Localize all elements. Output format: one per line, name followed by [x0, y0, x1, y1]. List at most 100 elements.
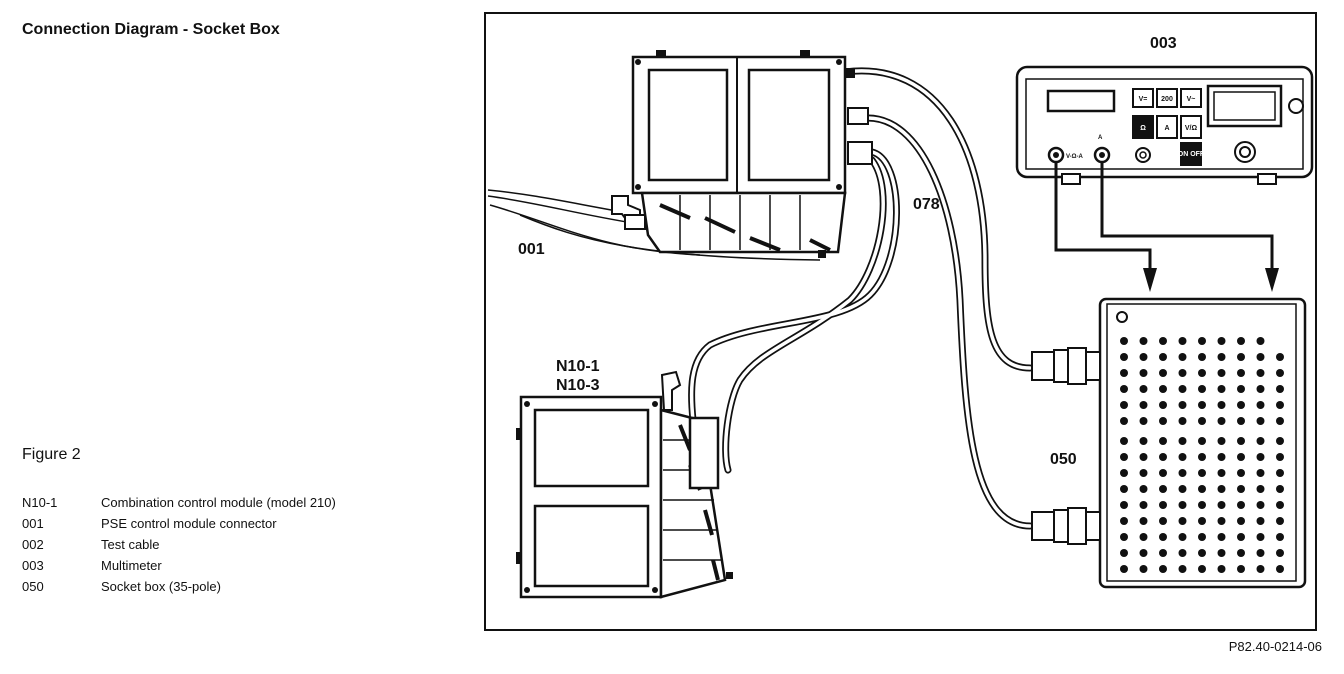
- multimeter-leads: [1054, 162, 1274, 270]
- socket-hole: [1217, 337, 1226, 345]
- socket-hole: [1256, 453, 1265, 461]
- socket-hole: [1237, 533, 1245, 541]
- socket-hole: [1198, 417, 1206, 425]
- socket-hole: [1237, 369, 1245, 377]
- socket-hole: [1139, 353, 1148, 361]
- legend: N10-1 Combination control module (model …: [22, 492, 336, 597]
- socket-hole: [1120, 401, 1128, 409]
- socket-hole: [1159, 549, 1167, 557]
- socket-hole: [1159, 517, 1167, 525]
- jack-label: V-Ω-A: [1066, 154, 1083, 160]
- socket-hole: [1120, 417, 1128, 425]
- socket-hole: [1159, 353, 1167, 361]
- legend-code: 002: [22, 537, 44, 552]
- socket-hole: [1139, 437, 1148, 445]
- socket-hole: [1159, 369, 1167, 377]
- socket-hole: [1178, 549, 1187, 557]
- legend-row: 001 PSE control module connector: [22, 513, 336, 534]
- socket-hole: [1198, 533, 1206, 541]
- socket-hole: [1178, 501, 1187, 509]
- socket-hole: [1178, 353, 1187, 361]
- legend-desc: Combination control module (model 210): [101, 495, 336, 510]
- socket-hole: [1120, 501, 1128, 509]
- socket-hole: [1178, 417, 1187, 425]
- label-050: 050: [1050, 451, 1077, 468]
- socket-hole: [1256, 501, 1265, 509]
- socket-hole: [1256, 565, 1265, 573]
- socket-hole: [1256, 437, 1265, 445]
- socket-hole: [1256, 549, 1265, 557]
- label-001: 001: [518, 241, 545, 258]
- socket-hole: [1276, 485, 1284, 493]
- socket-hole: [1120, 453, 1128, 461]
- socket-hole: [1276, 417, 1284, 425]
- socket-hole: [1139, 533, 1148, 541]
- socket-hole: [1237, 469, 1245, 477]
- socket-hole: [1120, 469, 1128, 477]
- socket-hole: [1237, 517, 1245, 525]
- socket-hole: [1198, 469, 1206, 477]
- socket-hole: [1198, 337, 1206, 345]
- label-n10-1: N10-1: [556, 358, 600, 375]
- socket-hole: [1159, 565, 1167, 573]
- socket-hole: [1159, 469, 1167, 477]
- legend-desc: Test cable: [101, 537, 160, 552]
- socket-holes: [1120, 337, 1284, 573]
- socket-hole: [1120, 353, 1128, 361]
- socket-hole: [1256, 353, 1265, 361]
- socket-hole: [1120, 337, 1128, 345]
- arrow-icon: [1143, 268, 1157, 292]
- socket-hole: [1139, 369, 1148, 377]
- socket-hole: [1237, 337, 1245, 345]
- socket-hole: [1178, 485, 1187, 493]
- socket-hole: [1178, 437, 1187, 445]
- control-module-n10: [516, 370, 733, 599]
- socket-hole: [1276, 437, 1284, 445]
- socket-hole: [1178, 369, 1187, 377]
- socket-hole: [1159, 401, 1167, 409]
- socket-hole: [1217, 437, 1226, 445]
- socket-hole: [1276, 469, 1284, 477]
- socket-hole: [1198, 353, 1206, 361]
- jack-label: A: [1098, 135, 1103, 141]
- socket-hole: [1120, 485, 1128, 493]
- socket-hole: [1217, 385, 1226, 393]
- label-n10-3: N10-3: [556, 377, 600, 394]
- socket-hole: [1120, 437, 1128, 445]
- socket-hole: [1198, 453, 1206, 461]
- socket-hole: [1256, 385, 1265, 393]
- socket-hole: [1237, 353, 1245, 361]
- socket-hole: [1237, 501, 1245, 509]
- socket-hole: [1139, 501, 1148, 509]
- legend-row: 050 Socket box (35-pole): [22, 576, 336, 597]
- socket-hole: [1256, 417, 1265, 425]
- socket-hole: [1159, 417, 1167, 425]
- socket-hole: [1159, 337, 1167, 345]
- socket-hole: [1198, 485, 1206, 493]
- socket-hole: [1120, 533, 1128, 541]
- legend-desc: Socket box (35-pole): [101, 579, 221, 594]
- socket-hole: [1217, 501, 1226, 509]
- socket-hole: [1237, 565, 1245, 573]
- socket-hole: [1198, 401, 1206, 409]
- socket-hole: [1178, 385, 1187, 393]
- socket-box-050: [1031, 297, 1307, 589]
- socket-hole: [1139, 517, 1148, 525]
- socket-hole: [1217, 401, 1226, 409]
- button-label: V/Ω: [1185, 125, 1198, 132]
- multimeter-003: V= 200 V~ Ω A V/Ω ON OFF V-Ω-A A: [1015, 65, 1314, 185]
- socket-hole: [1276, 401, 1284, 409]
- page-title: Connection Diagram - Socket Box: [22, 21, 280, 38]
- socket-hole: [1139, 385, 1148, 393]
- socket-hole: [1217, 533, 1226, 541]
- socket-hole: [1217, 469, 1226, 477]
- socket-hole: [1276, 533, 1284, 541]
- socket-hole: [1178, 337, 1187, 345]
- socket-hole: [1139, 417, 1148, 425]
- socket-hole: [1237, 453, 1245, 461]
- socket-hole: [1139, 453, 1148, 461]
- socket-hole: [1198, 385, 1206, 393]
- socket-hole: [1178, 533, 1187, 541]
- socket-hole: [1276, 385, 1284, 393]
